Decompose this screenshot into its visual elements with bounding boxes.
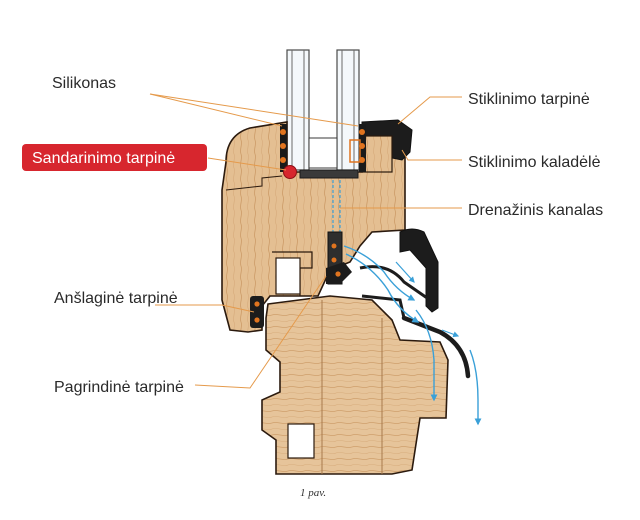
water-flow-arrows — [343, 245, 482, 426]
glazing-gaskets — [280, 124, 366, 179]
label-drenazinis-kanalas: Drenažinis kanalas — [468, 202, 603, 219]
label-stiklinimo-tarpine: Stiklinimo tarpinė — [468, 91, 590, 108]
label-anslagine-tarpine: Anšlaginė tarpinė — [54, 290, 178, 307]
glass-unit — [286, 49, 360, 171]
frame-profile — [261, 295, 449, 475]
label-sandarinimo-tarpine-badge: Sandarinimo tarpinė — [22, 144, 207, 171]
label-pagrindine-tarpine: Pagrindinė tarpinė — [54, 379, 184, 396]
sash-profile — [221, 121, 406, 333]
main-gasket-shape — [326, 262, 352, 284]
label-stiklinimo-kaladele: Stiklinimo kaladėlė — [468, 154, 601, 171]
glazing-bead — [361, 119, 413, 173]
sealing-gasket-marker — [283, 165, 297, 179]
label-sandarinimo-tarpine: Sandarinimo tarpinė — [32, 150, 175, 167]
rebate-gasket-shape — [250, 296, 264, 328]
leader-lines — [149, 93, 462, 389]
label-silikonas: Silikonas — [52, 75, 116, 92]
figure-caption: 1 pav. — [300, 487, 326, 499]
weather-drip — [359, 228, 471, 379]
